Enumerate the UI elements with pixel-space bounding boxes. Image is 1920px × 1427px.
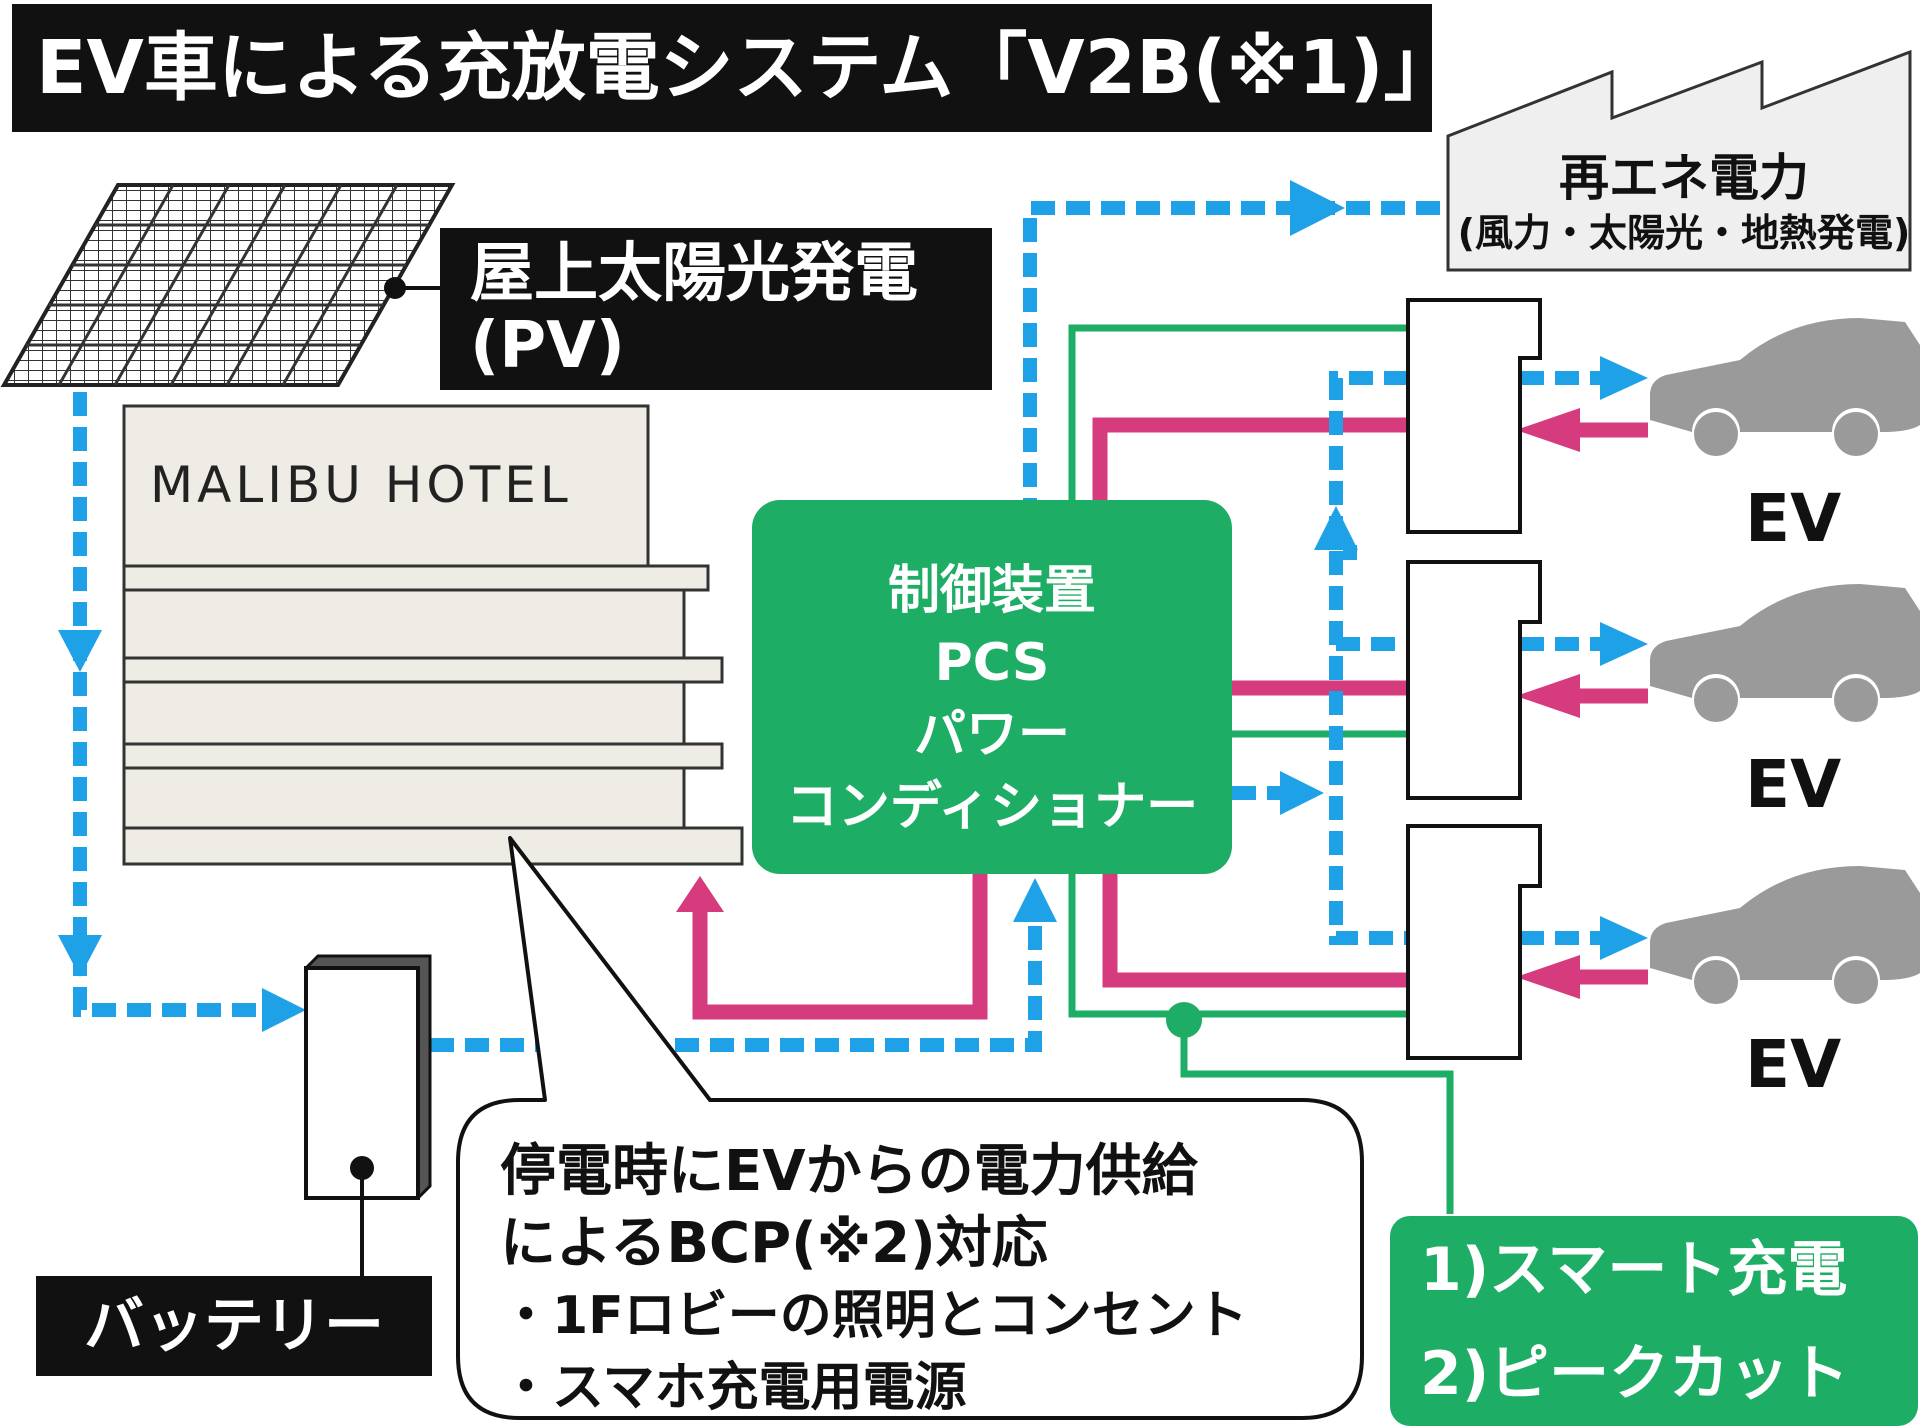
pcs-line1: 制御装置 — [887, 561, 1096, 621]
pink-arrowheads — [676, 408, 1580, 999]
arrow-left-ev1-icon — [1516, 408, 1580, 452]
arrow-right-ev3-icon — [1600, 916, 1648, 960]
ev-car-icon-1 — [1650, 318, 1920, 456]
bcp-callout-bubble — [456, 836, 1364, 1420]
blue-bus — [1329, 371, 1408, 945]
arrow-down-pv-icon-1 — [58, 630, 102, 672]
ev-car-icon-2 — [1650, 584, 1920, 722]
renewable-factory-icon — [1446, 49, 1912, 272]
pcs-box — [752, 500, 1232, 874]
battery-label: バッテリー — [36, 1276, 432, 1376]
feature-item2: 2)ピークカット — [1420, 1339, 1850, 1409]
blue-battery-to-pcs — [430, 920, 1042, 1052]
blue-pv-to-battery — [73, 392, 258, 1017]
green-line-to-feature — [1180, 1014, 1454, 1214]
renewable-subtitle: (風力・太陽光・地熱発電) — [1457, 211, 1911, 255]
arrow-up-hotel-icon — [676, 876, 724, 912]
arrow-left-renewable-icon — [1290, 180, 1345, 236]
junction-dot — [1166, 1002, 1202, 1038]
bcp-item1: ・1Fロビーの照明とコンセント — [500, 1286, 1248, 1346]
blue-flows — [73, 201, 1602, 1052]
blue-renewable-to-pcs — [1023, 201, 1440, 500]
arrow-right-ev2-icon — [1600, 622, 1648, 666]
pv-label-line2: (PV) — [470, 309, 625, 383]
pink-flows — [692, 417, 1648, 1020]
arrow-right-pcs-icon — [1280, 771, 1324, 815]
bcp-line1: 停電時にEVからの電力供給 — [500, 1139, 1198, 1204]
pink-line-top — [1092, 417, 1408, 502]
ev-label-2: EV — [1745, 746, 1842, 823]
pcs-line4: コンディショナー — [785, 777, 1199, 837]
pink-line-to-hotel — [692, 874, 988, 1020]
pv-label-line1: 屋上太陽光発電 — [470, 237, 918, 311]
feature-box — [1390, 1216, 1918, 1426]
pv-label: 屋上太陽光発電 (PV) — [440, 228, 992, 390]
bcp-callout-text: 停電時にEVからの電力供給 によるBCP(※2)対応 ・1Fロビーの照明とコンセ… — [500, 1136, 1380, 1424]
ev-label-1: EV — [1745, 480, 1842, 557]
battery-icon — [304, 954, 432, 1276]
feature-list: 1)スマート充電 2)ピークカット — [1390, 1218, 1910, 1426]
feature-item1: 1)スマート充電 — [1420, 1235, 1848, 1305]
arrow-down-pv-icon-2 — [58, 935, 102, 977]
charger-units — [1406, 298, 1542, 1060]
blue-arrowheads — [58, 180, 1648, 1032]
ev-car-icon-3 — [1650, 866, 1920, 1004]
page-title: EV車による充放電システム「V2B(※1)」 — [12, 4, 1458, 132]
pcs-line3: パワー — [913, 705, 1070, 765]
arrow-up-bus-icon — [1314, 506, 1358, 550]
arrow-up-pcs-icon — [1013, 878, 1057, 922]
renewable-title: 再エネ電力 — [1559, 149, 1809, 207]
pcs-line2: PCS — [934, 633, 1050, 693]
pink-line-bottom — [1102, 874, 1408, 988]
hotel-name: MALIBU HOTEL — [150, 456, 572, 514]
charger-1 — [1406, 298, 1542, 534]
bcp-line2: によるBCP(※2)対応 — [500, 1211, 1048, 1276]
arrow-right-ev1-icon — [1600, 356, 1648, 400]
pv-connector-dot — [384, 277, 406, 299]
ev-label-3: EV — [1745, 1026, 1842, 1103]
hotel-building — [122, 404, 744, 866]
solar-panel-icon — [0, 183, 456, 387]
arrow-left-ev3-icon — [1516, 955, 1580, 999]
charger-2 — [1406, 560, 1542, 800]
arrow-right-battery-icon — [262, 988, 306, 1032]
bcp-item2: ・スマホ充電用電源 — [500, 1358, 967, 1418]
arrow-left-ev2-icon — [1516, 674, 1580, 718]
pcs-label: 制御装置 PCS パワー コンディショナー — [752, 555, 1232, 843]
charger-3 — [1406, 824, 1542, 1060]
